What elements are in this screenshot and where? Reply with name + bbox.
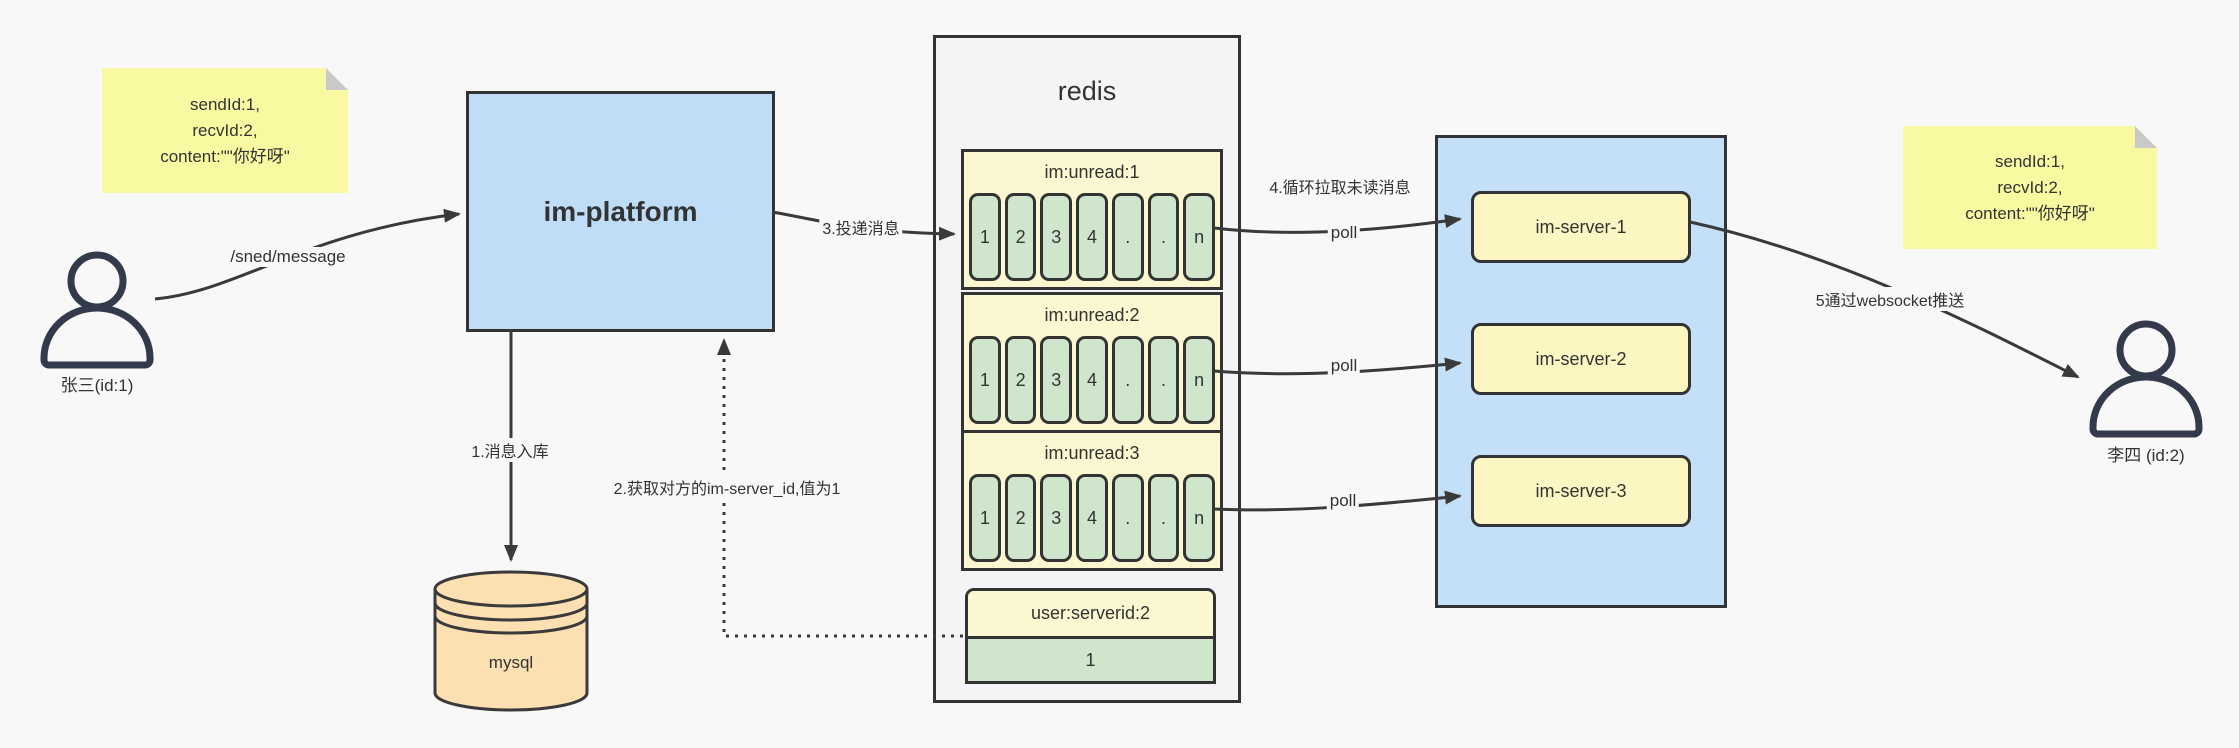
user-body: [2089, 373, 2203, 438]
sender-label: 张三(id:1): [60, 376, 134, 395]
note-line: sendId:1,: [190, 94, 260, 114]
queue-cell: n: [1183, 193, 1216, 281]
user-icon-sender: [40, 251, 154, 369]
note-fold-icon: [2135, 126, 2157, 148]
user-head: [67, 251, 127, 311]
queue-cell: n: [1183, 336, 1216, 424]
edge-label-step4: 4.循环拉取未读消息: [1257, 179, 1423, 199]
queue-header: im:unread:3: [1044, 443, 1140, 463]
note-line: recvId:2,: [1997, 177, 2063, 197]
queue-cell: 2: [1004, 336, 1037, 424]
queue-cell: 1: [969, 193, 1001, 281]
queue-cells: 1 2 3 4 . . n: [964, 336, 1220, 430]
user-serverid-widget: user:serverid:2 1: [965, 588, 1216, 684]
queue-cell: .: [1147, 474, 1180, 562]
edge-label-poll-3: poll: [1326, 491, 1360, 511]
queue-cells: 1 2 3 4 . . n: [964, 474, 1220, 568]
queue-im-unread-2: im:unread:2 1 2 3 4 . . n: [961, 292, 1223, 433]
user-serverid-key: user:serverid:2: [968, 591, 1213, 639]
edge-label-step1: 1.消息入库: [468, 438, 552, 462]
mysql-cylinder-icon: [433, 570, 589, 712]
queue-cell: 2: [1004, 193, 1037, 281]
im-server-3-box: im-server-3: [1471, 455, 1691, 527]
queue-cell: 3: [1040, 336, 1073, 424]
note-line: sendId:1,: [1995, 151, 2065, 171]
queue-header: im:unread:2: [1044, 305, 1140, 325]
edge-label-poll-1: poll: [1327, 223, 1361, 243]
queue-cell: .: [1111, 193, 1144, 281]
mysql-label: mysql: [488, 653, 534, 672]
receiver-label: 李四 (id:2): [2107, 446, 2185, 465]
im-platform-box: im-platform: [466, 91, 775, 332]
note-line: recvId:2,: [192, 120, 258, 140]
user-serverid-value: 1: [968, 639, 1213, 681]
queue-im-unread-1: im:unread:1 1 2 3 4 . . n: [961, 149, 1223, 290]
edge-label-send-api: /sned/message: [227, 247, 349, 267]
queue-im-unread-3: im:unread:3 1 2 3 4 . . n: [961, 430, 1223, 571]
queue-cell: 1: [969, 474, 1001, 562]
queue-cell: 4: [1076, 474, 1108, 562]
queue-cells: 1 2 3 4 . . n: [964, 193, 1220, 287]
sticky-note-receiver: sendId:1, recvId:2, content:""你好呀": [1903, 126, 2157, 249]
user-body: [40, 304, 154, 369]
queue-cell: 2: [1004, 474, 1037, 562]
redis-container: redis im:unread:1 1 2 3 4 . . n im:unrea…: [933, 35, 1241, 703]
redis-title: redis: [1057, 76, 1117, 106]
edge-label-step3: 3.投递消息: [819, 215, 903, 239]
user-head: [2116, 320, 2176, 380]
queue-cell: n: [1183, 474, 1216, 562]
im-platform-label: im-platform: [543, 195, 698, 227]
note-fold-icon: [326, 68, 348, 90]
im-server-label: im-server-1: [1535, 216, 1627, 237]
queue-cell: 4: [1076, 336, 1108, 424]
queue-cell: .: [1147, 193, 1180, 281]
im-server-label: im-server-3: [1535, 480, 1627, 501]
edge-label-poll-2: poll: [1327, 356, 1361, 376]
queue-header: im:unread:1: [1044, 162, 1140, 182]
im-server-cluster: im-server-1 im-server-2 im-server-3: [1435, 135, 1727, 608]
sticky-note-sender: sendId:1, recvId:2, content:""你好呀": [102, 68, 348, 193]
im-server-1-box: im-server-1: [1471, 191, 1691, 263]
note-line: content:""你好呀": [1965, 203, 2095, 223]
user-icon-receiver: [2089, 320, 2203, 438]
queue-cell: .: [1111, 336, 1144, 424]
queue-cell: .: [1111, 474, 1144, 562]
queue-cell: 1: [969, 336, 1001, 424]
im-server-label: im-server-2: [1535, 348, 1627, 369]
edge-label-step5: 5通过websocket推送: [1812, 287, 1968, 311]
queue-cell: .: [1147, 336, 1180, 424]
edge-label-step2: 2.获取对方的im-server_id,值为1: [610, 475, 844, 499]
queue-cell: 4: [1076, 193, 1108, 281]
queue-cell: 3: [1040, 193, 1073, 281]
note-line: content:""你好呀": [160, 146, 290, 166]
queue-cell: 3: [1040, 474, 1073, 562]
im-server-2-box: im-server-2: [1471, 323, 1691, 395]
